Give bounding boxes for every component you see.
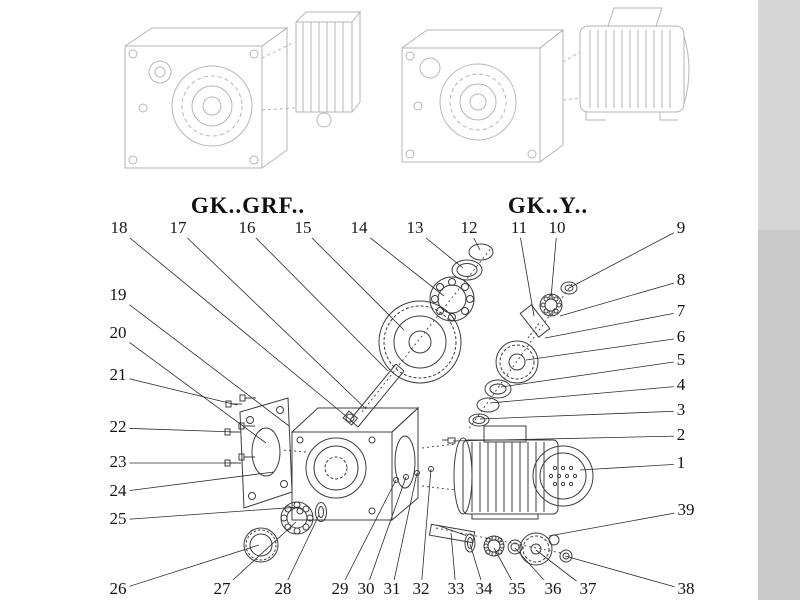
callout-21: 21 (106, 365, 130, 385)
callout-12: 12 (457, 218, 481, 238)
leader-line-15 (302, 228, 405, 331)
leader-line-5 (500, 360, 682, 388)
callout-15: 15 (291, 218, 315, 238)
callout-6: 6 (673, 327, 689, 347)
leader-line-14 (358, 228, 445, 297)
callout-13: 13 (403, 218, 427, 238)
assembly-axes (281, 246, 573, 555)
leader-line-26 (117, 544, 260, 591)
leader-line-6 (525, 337, 682, 361)
callout-16: 16 (235, 218, 259, 238)
leader-line-10 (550, 228, 558, 299)
leader-line-9 (568, 228, 682, 289)
leader-line-17 (177, 228, 367, 410)
leader-line-32 (420, 468, 432, 591)
callout-17: 17 (166, 218, 190, 238)
leader-line-7 (544, 311, 682, 339)
gear-housing (290, 406, 434, 522)
callout-8: 8 (673, 270, 689, 290)
leader-line-3 (479, 410, 682, 420)
callout-22: 22 (106, 417, 130, 437)
leader-line-4 (489, 385, 682, 404)
leader-line-22 (117, 427, 237, 433)
callout-36: 36 (541, 579, 565, 599)
callout-31: 31 (380, 579, 404, 599)
callout-1: 1 (673, 453, 689, 473)
bottom-shaft-assembly (428, 523, 573, 566)
leader-line-31 (391, 472, 418, 591)
callout-4: 4 (673, 375, 689, 395)
leader-line-21 (117, 375, 238, 406)
lower-left-bearing-group (243, 501, 327, 563)
leader-line-1 (579, 463, 682, 471)
callout-3: 3 (673, 400, 689, 420)
output-gear-assembly (342, 243, 494, 428)
leader-line-20 (117, 333, 267, 444)
callout-18: 18 (107, 218, 131, 238)
callout-33: 33 (444, 579, 468, 599)
exploded-view (224, 243, 594, 566)
callout-7: 7 (673, 301, 689, 321)
callout-24: 24 (106, 481, 130, 501)
callout-30: 30 (354, 579, 378, 599)
callout-35: 35 (505, 579, 529, 599)
leader-line-16 (246, 228, 389, 372)
variant-title-gk-grf: GK..GRF.. (190, 193, 306, 218)
callout-23: 23 (106, 452, 130, 472)
leader-line-18 (118, 228, 353, 422)
leader-line-19 (117, 295, 290, 427)
callout-2: 2 (673, 425, 689, 445)
leader-line-8 (559, 280, 682, 317)
leader-line-24 (117, 471, 275, 493)
leader-line-30 (365, 476, 407, 591)
drawing-gk-y (401, 7, 690, 163)
callout-10: 10 (545, 218, 569, 238)
callout-37: 37 (576, 579, 600, 599)
callout-38: 38 (674, 579, 698, 599)
callout-20: 20 (106, 323, 130, 343)
callout-28: 28 (271, 579, 295, 599)
leader-line-39 (548, 510, 687, 537)
callout-25: 25 (106, 509, 130, 529)
callout-29: 29 (328, 579, 352, 599)
callout-26: 26 (106, 579, 130, 599)
callout-9: 9 (673, 218, 689, 238)
leader-line-2 (452, 435, 682, 442)
callout-19: 19 (106, 285, 130, 305)
leader-line-27 (221, 521, 297, 591)
input-shaft-assembly (468, 281, 578, 427)
callout-5: 5 (673, 350, 689, 370)
leader-line-25 (117, 506, 300, 521)
callout-14: 14 (347, 218, 371, 238)
motor (442, 425, 594, 520)
leader-line-28 (282, 514, 320, 591)
leader-line-38 (564, 555, 687, 591)
variant-title-gk-y: GK..Y.. (507, 193, 589, 218)
drawing-gk-grf (124, 10, 362, 169)
callout-27: 27 (210, 579, 234, 599)
leader-line-29 (339, 479, 397, 591)
leader-line-11 (518, 228, 535, 317)
callout-32: 32 (409, 579, 433, 599)
backdrop-edge-light (758, 0, 800, 230)
callout-11: 11 (507, 218, 531, 238)
callout-34: 34 (472, 579, 496, 599)
callout-39: 39 (674, 500, 698, 520)
